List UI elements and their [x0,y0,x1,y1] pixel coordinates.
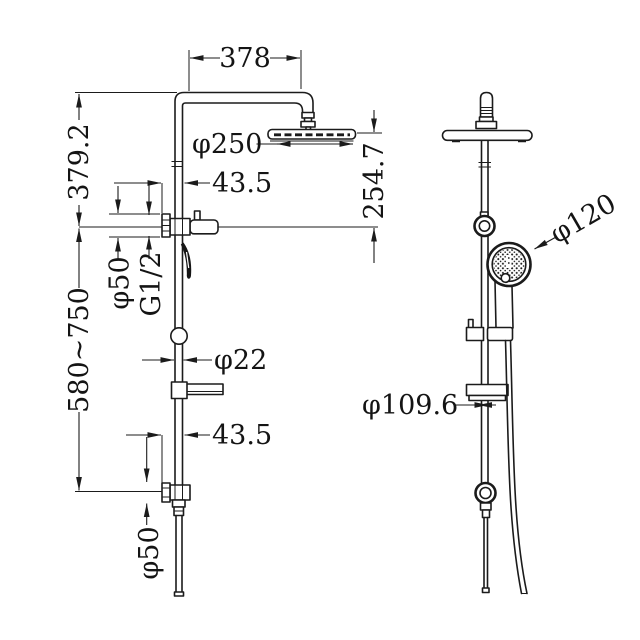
soap-dish-side [170,381,224,400]
lower-ring-bracket-front [474,481,497,594]
side-view [161,91,357,597]
diverter-handle [180,242,192,279]
dim-label-lower-43-5: 43.5 [212,420,272,451]
lower-wall-bracket-side [161,482,191,503]
dim-top-width-378: 378 [188,43,302,91]
dim-label-254-7: 254.7 [359,142,390,219]
front-view [441,91,533,595]
reference-lines [75,226,378,492]
dim-lower-flange-50: φ50 [134,437,165,580]
dim-adjustable-height-580-750: 580~750 [64,228,95,491]
dim-inlet-thread-g12: G1/2 [136,183,167,317]
dim-upper-height-379-2: 379.2 [64,92,177,226]
hand-shower-head [486,241,532,288]
column-pipe-front [478,139,491,484]
pipe-joint-marks-front [478,162,491,168]
dim-label-upper-43-5: 43.5 [212,168,272,199]
slider-ring-side [170,326,189,345]
dim-label-379-2: 379.2 [64,123,95,200]
pipe-joint-marks [171,161,183,167]
rain-shower-head-side [267,128,357,142]
dim-soap-dish-109-6: φ109.6 [362,390,496,421]
dim-label-g12: G1/2 [136,251,167,316]
dim-rail-diameter-22: φ22 [142,345,267,376]
dim-head-diameter-250: φ250 [192,129,353,160]
dim-upper-flange-50: φ50 [105,186,160,310]
hand-shower-holder-ring [473,211,496,238]
shower-arm-and-riser-pipe [171,91,314,501]
dim-lower-offset-43-5: 43.5 [126,420,272,483]
dimensions: 378 φ250 43.5 φ50 G1/2 [64,43,622,580]
dim-label-phi250: φ250 [192,129,262,160]
dim-label-phi22: φ22 [214,345,267,376]
dim-label-upper-phi50: φ50 [105,256,136,309]
hand-shower-button [500,272,511,284]
hose-outlet-side [171,499,186,597]
holder-bracket-front [465,318,514,342]
dim-head-drop-254-7: 254.7 [357,110,390,263]
dim-label-phi120: φ120 [545,188,622,250]
diverter-wall-bracket [161,210,219,238]
shower-hose-front [504,339,528,595]
dim-label-378: 378 [219,43,271,74]
dim-label-580-750: 580~750 [64,287,95,413]
head-connector [300,111,316,131]
hand-shower-handle [494,280,514,329]
dim-hand-shower-120: φ120 [534,188,622,250]
arm-end-stub [475,91,498,130]
soap-dish-front [465,383,509,402]
dim-upper-offset-43-5: 43.5 [114,168,272,213]
rain-shower-head-front [441,129,533,143]
dim-label-lower-phi50: φ50 [134,526,165,579]
dim-label-phi109-6: φ109.6 [362,390,458,421]
